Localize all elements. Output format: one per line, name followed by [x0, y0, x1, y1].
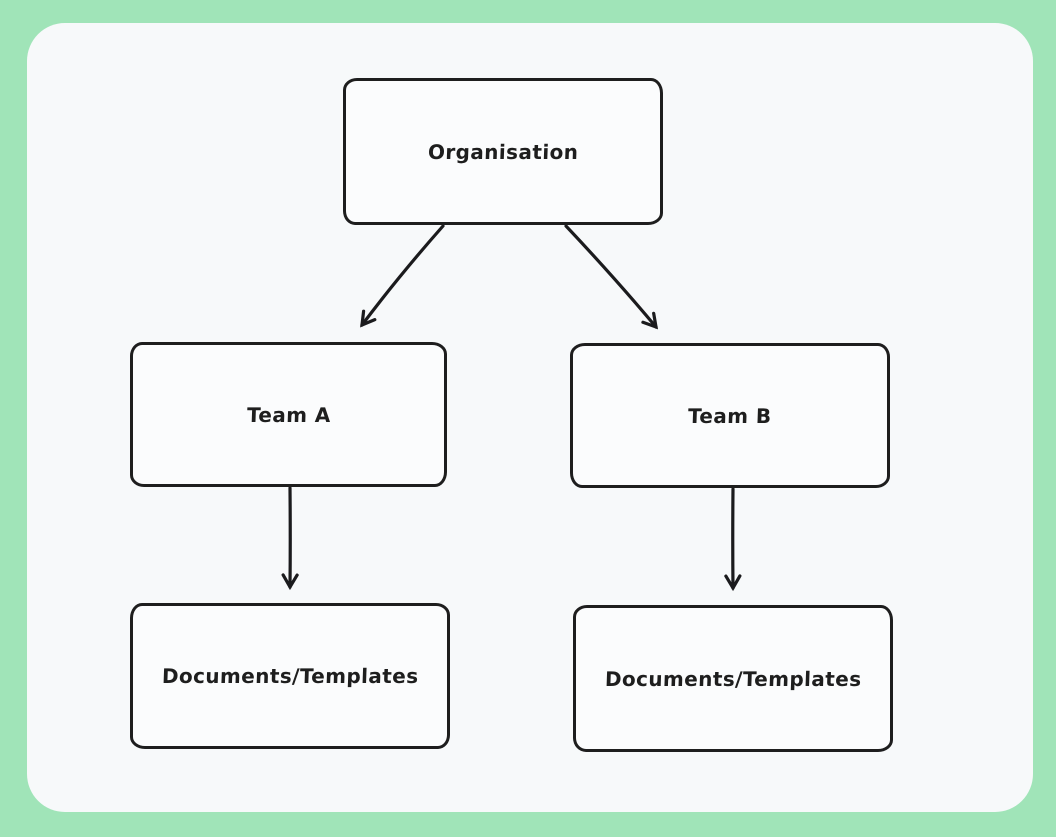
node-organisation-label: Organisation [427, 139, 579, 164]
diagram-canvas: Organisation Team A Team B Documents/Tem… [27, 23, 1033, 812]
node-team-a: Team A [130, 342, 447, 487]
node-documents-templates-b-label: Documents/Templates [604, 666, 862, 691]
node-team-b: Team B [570, 343, 890, 488]
node-team-a-label: Team A [246, 402, 331, 427]
node-team-b-label: Team B [687, 403, 773, 428]
node-documents-templates-a: Documents/Templates [130, 603, 450, 749]
node-organisation: Organisation [343, 78, 663, 225]
node-documents-templates-a-label: Documents/Templates [161, 664, 419, 688]
node-documents-templates-b: Documents/Templates [573, 605, 893, 752]
edge-organisation-team-b [564, 224, 659, 330]
edge-organisation-team-a [360, 224, 445, 328]
